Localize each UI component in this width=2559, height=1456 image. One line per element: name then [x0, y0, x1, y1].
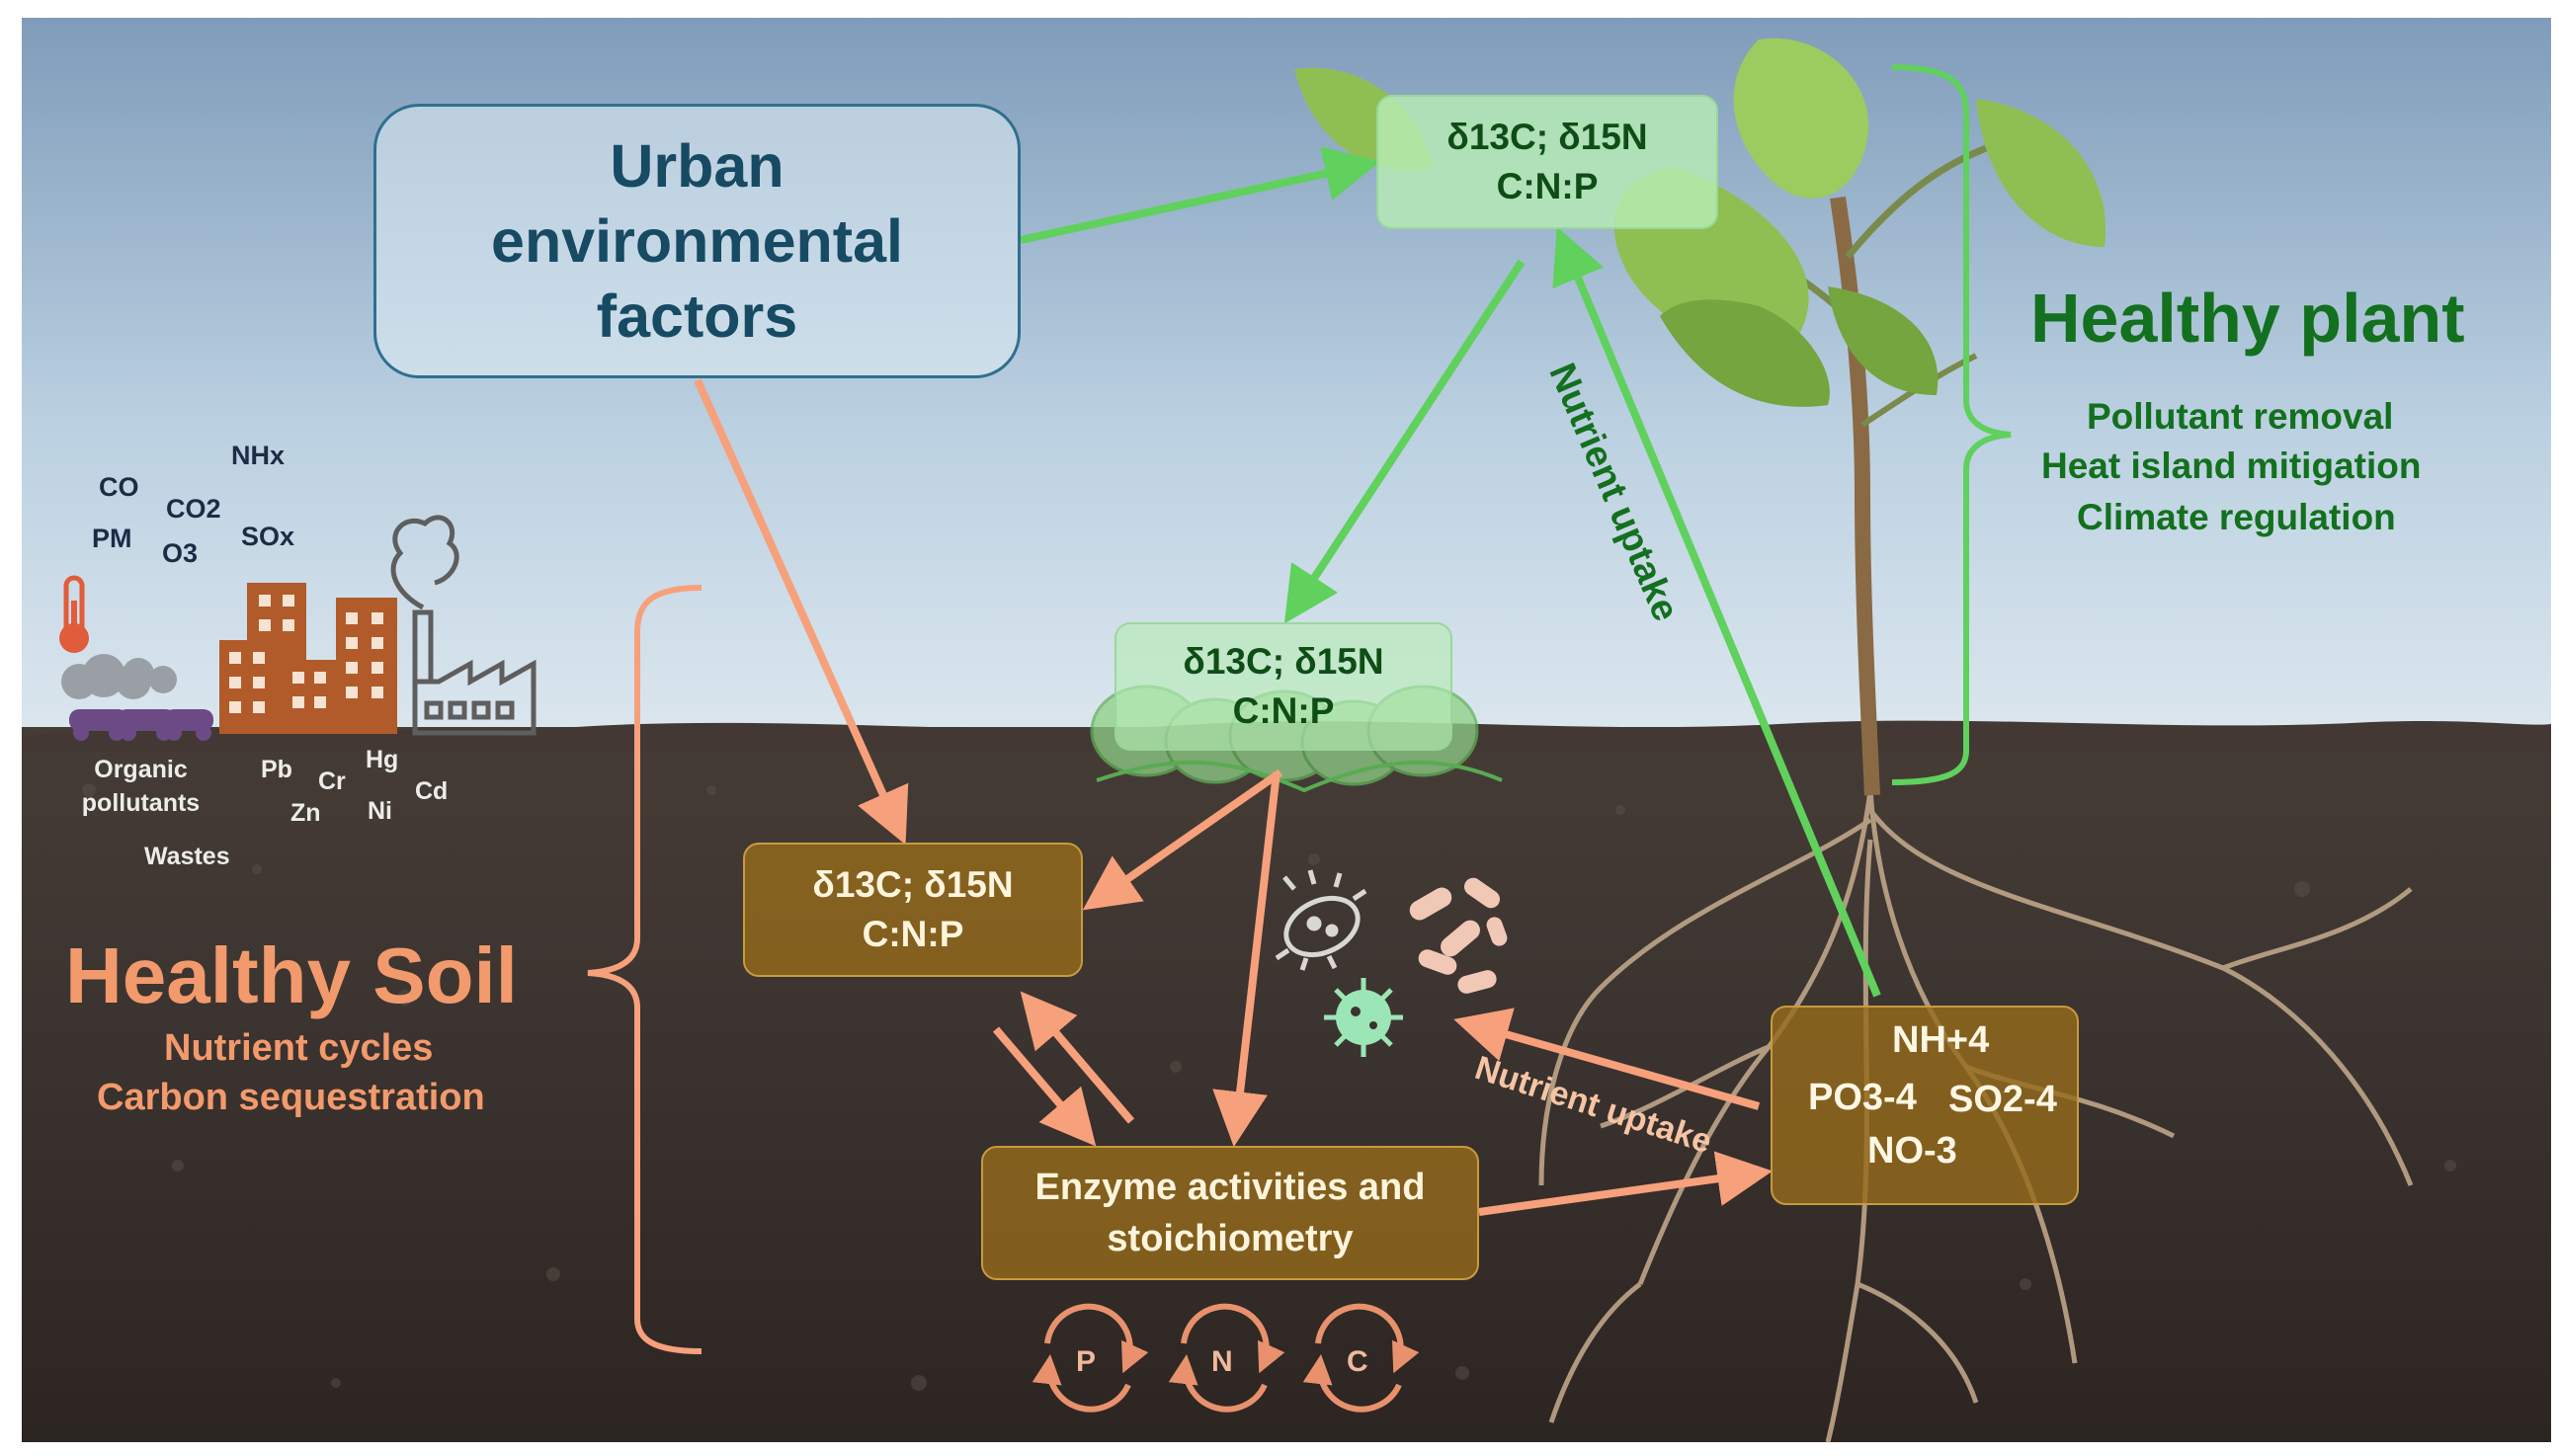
metal-cd: Cd: [415, 777, 449, 805]
soil-isotope-box: δ13C; δ15N C:N:P: [743, 843, 1083, 977]
plant-isotope-box: δ13C; δ15N C:N:P: [1376, 95, 1718, 229]
enzyme-box: Enzyme activities and stoichiometry: [981, 1146, 1479, 1280]
arrow-microbes-to-enzyme: [1212, 771, 1280, 1148]
bacterium-icon: [1275, 869, 1367, 971]
soil-background: [22, 727, 2551, 1442]
urban-factors-box: Urban environmental factors: [373, 104, 1021, 378]
n-cycle-icon-lower: [1168, 1354, 1268, 1413]
plant-stoichiometry-label: C:N:P: [1496, 166, 1599, 206]
soil-stoichiometry-label: C:N:P: [862, 914, 964, 954]
microbe-isotope-box: δ13C; δ15N C:N:P: [1114, 622, 1452, 751]
plant-illustration: [1294, 38, 2106, 796]
cycle-label-p: P: [1076, 1345, 1097, 1378]
cycle-icons: [1032, 1303, 1420, 1413]
soil-brace: [587, 585, 702, 1354]
n-cycle-icon: [1181, 1303, 1285, 1374]
rod-bacteria-icon: [1409, 877, 1508, 994]
cycle-label-c: C: [1347, 1345, 1368, 1378]
microbe-stoichiometry-label: C:N:P: [1232, 690, 1335, 731]
virus-icon: [1324, 978, 1403, 1057]
metal-hg: Hg: [366, 746, 399, 773]
city-buildings-icon: [219, 583, 397, 734]
plant-title: Healthy plant: [2030, 280, 2465, 357]
p-cycle-icon-lower: [1032, 1354, 1131, 1413]
plant-service-heat-island: Heat island mitigation: [2041, 445, 2422, 486]
arrow-nutrient-uptake-plant: [1552, 226, 1881, 998]
metal-pb: Pb: [261, 756, 292, 783]
ion-sulfate: SO2-4: [1948, 1079, 2057, 1120]
arrow-enzyme-to-nutrients: [1478, 1151, 1774, 1216]
microbe-isotope-label: δ13C; δ15N: [1183, 641, 1384, 682]
c-cycle-icon: [1315, 1303, 1420, 1374]
ion-ammonium: NH+4: [1892, 1019, 1990, 1061]
pollutant-sox: SOx: [241, 522, 295, 551]
soil-title: Healthy Soil: [65, 931, 518, 1019]
arrow-urban-to-soil: [694, 378, 909, 846]
urban-factors-label: Urban environmental factors: [491, 132, 903, 350]
ion-nitrate: NO-3: [1867, 1130, 1957, 1172]
pollutant-pm: PM: [92, 524, 132, 553]
cycle-label-n: N: [1211, 1345, 1233, 1378]
contaminant-wastes: Wastes: [144, 843, 230, 870]
plant-isotope-label: δ13C; δ15N: [1446, 117, 1648, 157]
plant-service-climate: Climate regulation: [2077, 497, 2396, 537]
green-arrows: [1020, 146, 1881, 998]
metal-ni: Ni: [368, 797, 392, 825]
ion-phosphate: PO3-4: [1808, 1077, 1917, 1118]
contaminant-organic-pollutants: Organic pollutants: [81, 756, 201, 817]
arrow-soil-to-enzyme: [992, 1026, 1097, 1147]
metal-cr: Cr: [318, 768, 346, 795]
pollutant-o3: O3: [162, 538, 199, 568]
orange-arrows: [694, 378, 1774, 1216]
thermometer-icon: [59, 575, 89, 653]
nutrient-ions-box: [1771, 1006, 2079, 1205]
factory-icon: [390, 515, 537, 736]
smog-clouds-icon: [61, 654, 177, 699]
soil-service-nutrient-cycles: Nutrient cycles: [164, 1027, 434, 1069]
enzyme-label: Enzyme activities and stoichiometry: [1034, 1167, 1426, 1259]
arrow-microbes-to-soil: [1082, 768, 1283, 911]
pollutant-co: CO: [99, 472, 139, 502]
pollutant-co2: CO2: [166, 494, 221, 524]
arrow-plant-to-microbes: [1283, 259, 1526, 624]
pollutant-nhx: NHx: [231, 441, 286, 470]
arrow-nutrient-uptake-microbes: [1453, 1008, 1761, 1110]
metal-zn: Zn: [290, 799, 321, 827]
p-cycle-icon: [1044, 1303, 1149, 1374]
soil-texture: [82, 783, 2456, 1391]
cars-icon: [69, 709, 213, 741]
plant-brace: [1891, 64, 2012, 785]
plant-service-pollutant-removal: Pollutant removal: [2087, 396, 2394, 437]
c-cycle-icon-lower: [1302, 1354, 1402, 1413]
soil-isotope-label: δ13C; δ15N: [812, 864, 1014, 905]
arrow-urban-to-plant: [1020, 146, 1380, 244]
arrow-enzyme-to-soil: [1020, 991, 1135, 1124]
soil-service-carbon: Carbon sequestration: [97, 1077, 485, 1118]
